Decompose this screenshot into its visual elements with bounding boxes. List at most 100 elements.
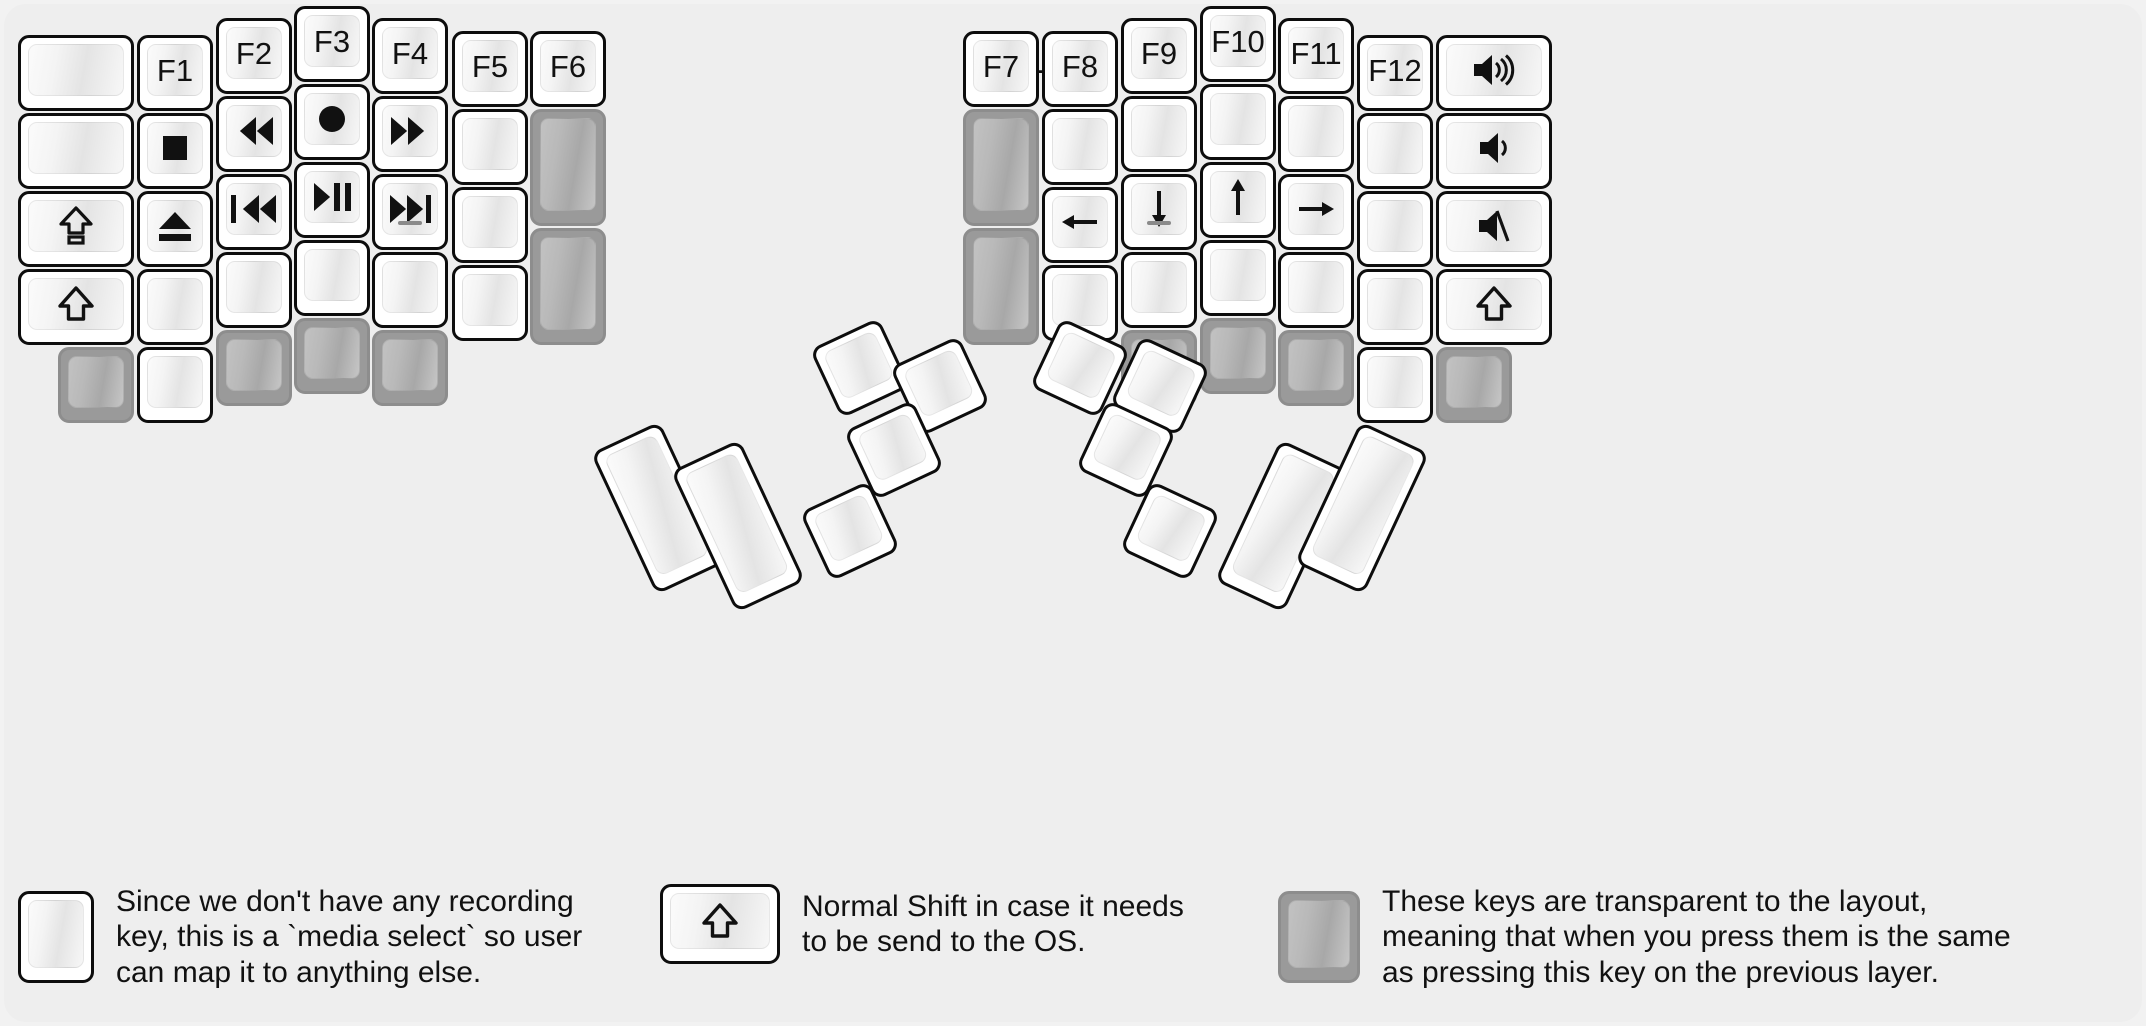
keycap-surface [1446, 122, 1542, 174]
col-outer-right-key-3[interactable] [1436, 191, 1552, 267]
col-f9-key-4[interactable] [1121, 252, 1197, 328]
col-outer-right-key-4[interactable] [1436, 269, 1552, 345]
col-f4-key-3[interactable] [372, 174, 448, 250]
keycap-surface [304, 327, 360, 379]
col-f7-key-1[interactable]: F7 [963, 31, 1039, 107]
col-f11-key-4[interactable] [1278, 252, 1354, 328]
col-f4-key-1[interactable]: F4 [372, 18, 448, 94]
keycap-surface [1052, 274, 1108, 326]
col-f2-key-2[interactable] [216, 96, 292, 172]
keycap-surface [1367, 356, 1423, 408]
col-f2-key-1[interactable]: F2 [216, 18, 292, 94]
col-f5-key-4[interactable] [452, 265, 528, 341]
col-f10-key-2[interactable] [1200, 84, 1276, 160]
col-outer-right-key-1[interactable] [1436, 35, 1552, 111]
keycap-surface [1131, 261, 1187, 313]
col-f6-key-3[interactable] [530, 228, 606, 345]
keycap-surface [973, 118, 1029, 211]
keycap-surface [68, 356, 124, 408]
keycap-surface [1288, 339, 1344, 391]
col-f1-key-1[interactable]: F1 [137, 35, 213, 111]
keycap-surface [462, 274, 518, 326]
keycap-surface [147, 44, 203, 96]
col-f5-key-3[interactable] [452, 187, 528, 263]
keycap-surface [304, 93, 360, 145]
legend-description-1: Since we don't have any recording key, t… [116, 885, 583, 989]
keycap-surface [1446, 44, 1542, 96]
shift-arrow-icon [701, 902, 739, 940]
col-outer-left-key-4[interactable] [18, 269, 134, 345]
col-f2-key-3[interactable] [216, 174, 292, 250]
keycap-surface [822, 329, 896, 401]
keycap-surface [28, 278, 124, 330]
col-f3-key-1[interactable]: F3 [294, 6, 370, 82]
keycap-surface [382, 261, 438, 313]
col-f8-key-3[interactable] [1042, 187, 1118, 263]
col-f1-key-2[interactable] [137, 113, 213, 189]
keycap-surface [147, 356, 203, 408]
col-f12-key-4[interactable] [1357, 269, 1433, 345]
keycap-surface [462, 40, 518, 92]
keycap-surface [226, 261, 282, 313]
legend-item-3: These keys are transparent to the layout… [1278, 884, 2011, 990]
col-outer-left-key-2[interactable] [18, 113, 134, 189]
col-f10-key-4[interactable] [1200, 240, 1276, 316]
col-f1-key-3[interactable] [137, 191, 213, 267]
col-f8-key-2[interactable] [1042, 109, 1118, 185]
col-f11-key-1[interactable]: F11 [1278, 18, 1354, 94]
col-f4-key-5[interactable] [372, 330, 448, 406]
col-outer-left-key-3[interactable] [18, 191, 134, 267]
col-f3-key-5[interactable] [294, 318, 370, 394]
col-f10-key-5[interactable] [1200, 318, 1276, 394]
legend-item-2: Normal Shift in case it needs to be send… [660, 884, 1184, 964]
col-f12-key-1[interactable]: F12 [1357, 35, 1433, 111]
col-f10-key-3[interactable] [1200, 162, 1276, 238]
col-f3-key-3[interactable] [294, 162, 370, 238]
col-f11-key-3[interactable] [1278, 174, 1354, 250]
col-f11-key-5[interactable] [1278, 330, 1354, 406]
col-f1-key-4[interactable] [137, 269, 213, 345]
col-outer-left-key-5[interactable] [58, 347, 134, 423]
col-f2-key-5[interactable] [216, 330, 292, 406]
col-f6-key-1[interactable]: F6 [530, 31, 606, 107]
col-f2-key-4[interactable] [216, 252, 292, 328]
legend-item-1: Since we don't have any recording key, t… [18, 884, 582, 990]
col-f8-key-1[interactable]: F8 [1042, 31, 1118, 107]
keycap-surface [1367, 44, 1423, 96]
keycap-surface [147, 278, 203, 330]
col-outer-left-key-1[interactable] [18, 35, 134, 111]
col-f4-key-2[interactable] [372, 96, 448, 172]
keycap-surface [1288, 261, 1344, 313]
legend-sample-key-1 [18, 891, 94, 984]
keycap-surface [1367, 122, 1423, 174]
keycap-surface [462, 118, 518, 170]
col-f7-key-2[interactable] [963, 109, 1039, 226]
col-f12-key-3[interactable] [1357, 191, 1433, 267]
col-outer-right-key-2[interactable] [1436, 113, 1552, 189]
col-f9-key-3[interactable] [1121, 174, 1197, 250]
col-f12-key-5[interactable] [1357, 347, 1433, 423]
col-outer-right-key-5[interactable] [1436, 347, 1512, 423]
col-f3-key-4[interactable] [294, 240, 370, 316]
col-f4-key-4[interactable] [372, 252, 448, 328]
col-f6-key-2[interactable] [530, 109, 606, 226]
col-f10-key-1[interactable]: F10 [1200, 6, 1276, 82]
keycap-surface [226, 105, 282, 157]
col-f1-key-5[interactable] [137, 347, 213, 423]
col-f9-key-1[interactable]: F9 [1121, 18, 1197, 94]
keycap-surface [1044, 329, 1118, 401]
col-f12-key-2[interactable] [1357, 113, 1433, 189]
col-f9-key-2[interactable] [1121, 96, 1197, 172]
keycap-surface [856, 411, 930, 483]
col-f11-key-2[interactable] [1278, 96, 1354, 172]
keycap-surface [28, 44, 124, 96]
col-f7-key-3[interactable] [963, 228, 1039, 345]
keycap-surface [1052, 40, 1108, 92]
keycap-surface [382, 27, 438, 79]
col-f5-key-1[interactable]: F5 [452, 31, 528, 107]
keycap-surface [304, 15, 360, 67]
col-f5-key-2[interactable] [452, 109, 528, 185]
keycap-surface [1124, 347, 1198, 419]
keycap-surface [1288, 27, 1344, 79]
col-f3-key-2[interactable] [294, 84, 370, 160]
